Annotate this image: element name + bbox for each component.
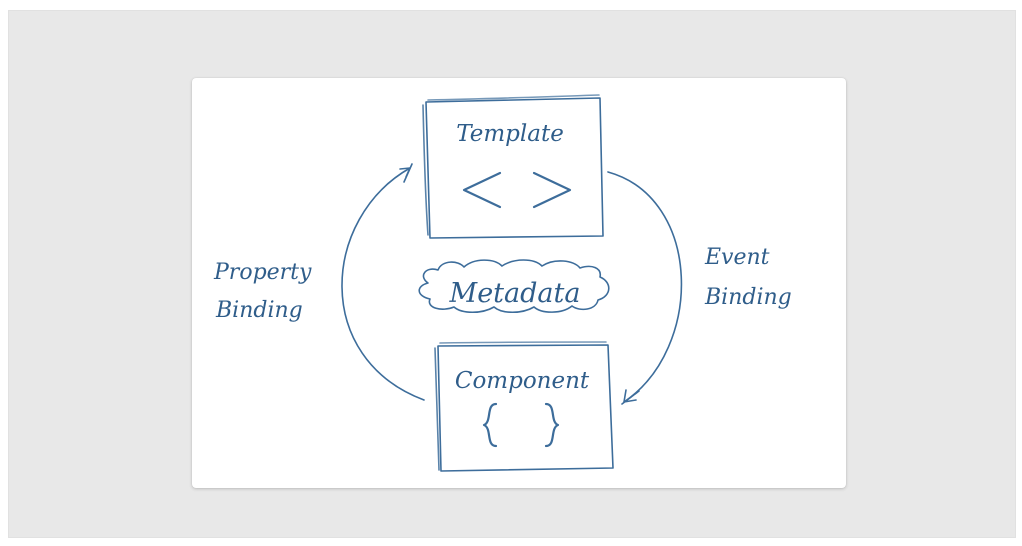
metadata-label: Metadata — [449, 278, 581, 309]
architecture-diagram: Template Component Metadata — [213, 94, 792, 472]
svg-text:Binding: Binding — [704, 285, 792, 310]
event-binding-arrow — [607, 171, 683, 405]
template-box — [422, 94, 604, 239]
diagram-card: Template Component Metadata — [192, 78, 846, 488]
svg-text:Binding: Binding — [215, 298, 303, 323]
cloud-icon — [418, 259, 610, 314]
svg-text:Event: Event — [704, 245, 770, 270]
event-binding-label: Event Binding — [704, 245, 792, 310]
page-background: Template Component Metadata — [8, 10, 1016, 538]
property-binding-arrow — [341, 163, 425, 401]
component-box — [434, 341, 614, 472]
svg-text:Property: Property — [213, 260, 312, 285]
angle-brackets-icon — [462, 171, 572, 209]
template-label: Template — [456, 121, 564, 147]
property-binding-label: Property Binding — [213, 260, 312, 323]
component-label: Component — [455, 368, 590, 394]
curly-braces-icon — [482, 402, 560, 448]
